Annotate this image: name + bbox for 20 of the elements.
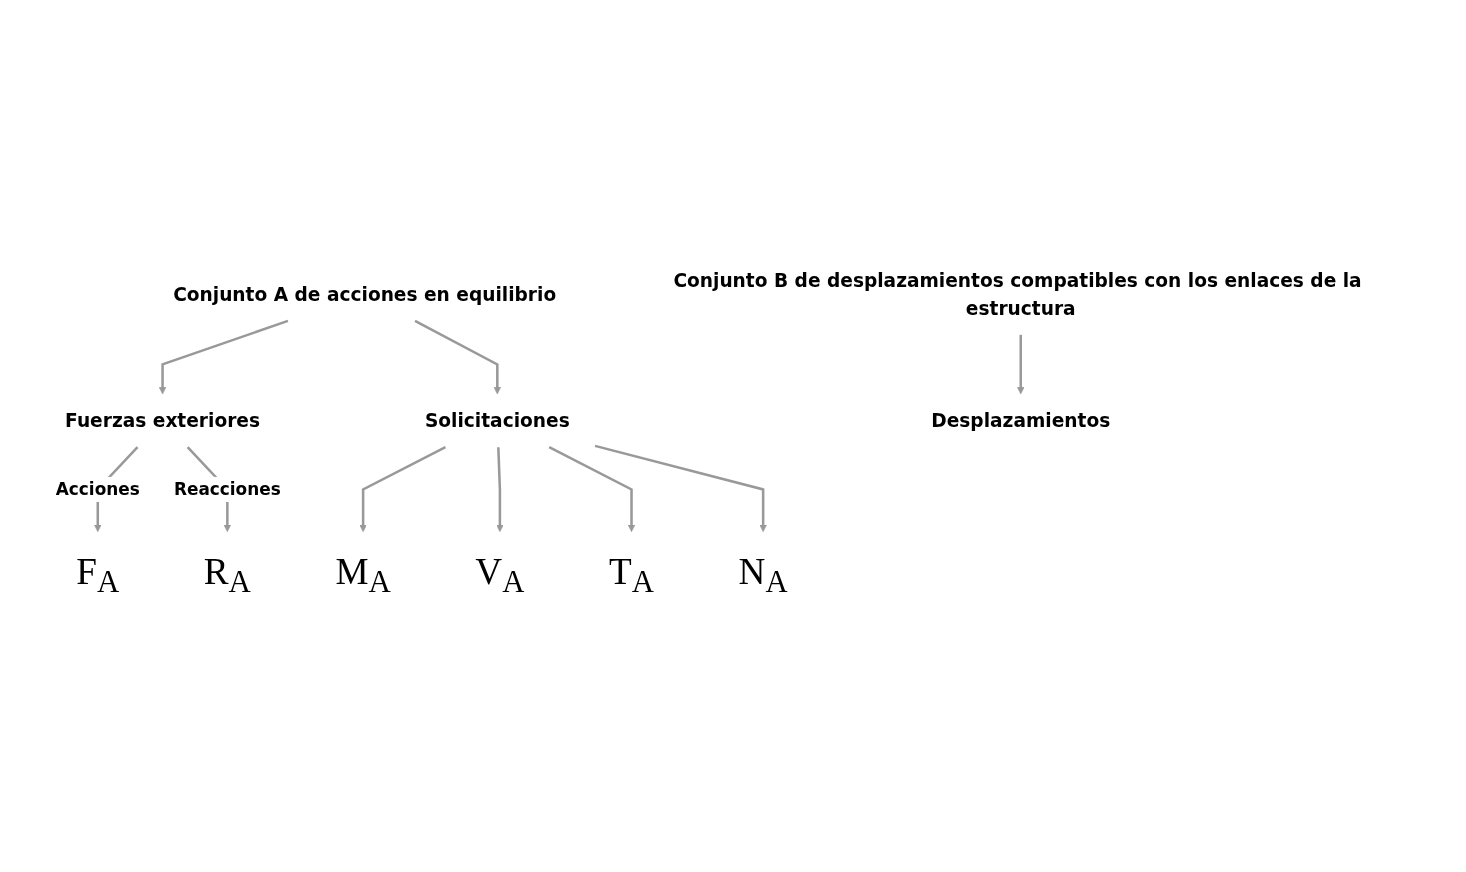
node-text: V$_{A}$ xyxy=(475,551,525,600)
arrow xyxy=(1017,335,1025,395)
arrow xyxy=(158,320,289,395)
node-text: Conjunto A de acciones en equilibrio xyxy=(173,284,557,306)
arrow xyxy=(496,447,504,533)
arrow xyxy=(548,446,636,533)
node-text: Solicitaciones xyxy=(424,410,570,432)
arrow xyxy=(414,320,502,395)
edge-label: Reacciones xyxy=(173,479,281,500)
node-text: R$_{A}$ xyxy=(203,551,251,600)
arrow xyxy=(594,444,767,533)
arrow xyxy=(359,446,447,533)
edge-label: Acciones xyxy=(55,479,140,500)
node-text: Fuerzas exteriores xyxy=(65,410,260,432)
node-text: M$_{A}$ xyxy=(335,551,391,600)
node-text: Desplazamientos xyxy=(931,410,1111,432)
node-text: F$_{A}$ xyxy=(76,551,120,600)
node-text: Conjunto B de desplazamientos compatibles con los enlaces de la estructura xyxy=(673,270,1362,320)
node-text: T$_{A}$ xyxy=(608,551,655,600)
node-text: N$_{A}$ xyxy=(738,551,788,600)
